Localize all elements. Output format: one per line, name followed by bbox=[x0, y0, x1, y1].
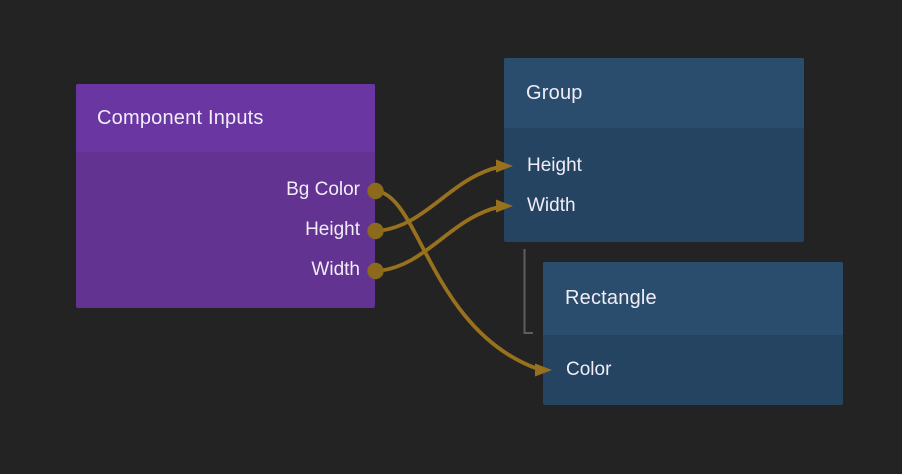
input-row-rectangle-color: Color bbox=[543, 350, 843, 390]
input-row-group-height: Height bbox=[504, 146, 804, 186]
node-component-inputs[interactable]: Component Inputs Bg Color Height Width bbox=[76, 84, 375, 308]
node-group[interactable]: Group Height Width bbox=[504, 58, 804, 242]
node-component-inputs-title: Component Inputs bbox=[97, 106, 264, 129]
output-row-bg-color: Bg Color bbox=[76, 170, 375, 210]
output-label-bg-color: Bg Color bbox=[286, 179, 360, 200]
output-label-height: Height bbox=[305, 219, 360, 240]
node-component-inputs-header[interactable]: Component Inputs bbox=[76, 84, 375, 152]
input-label-rectangle-color: Color bbox=[566, 359, 612, 380]
node-group-header[interactable]: Group bbox=[504, 58, 804, 128]
input-row-group-width: Width bbox=[504, 186, 804, 226]
node-group-title: Group bbox=[526, 81, 583, 104]
node-component-inputs-body: Bg Color Height Width bbox=[76, 152, 375, 290]
node-rectangle-title: Rectangle bbox=[565, 287, 657, 309]
input-label-group-width: Width bbox=[527, 195, 576, 216]
node-rectangle[interactable]: Rectangle Color bbox=[543, 262, 843, 405]
group-rectangle-hierarchy-line bbox=[523, 249, 533, 334]
input-label-group-height: Height bbox=[527, 155, 582, 176]
wire-height-to-group-height[interactable] bbox=[374, 165, 501, 233]
output-row-width: Width bbox=[76, 250, 375, 290]
wire-width-to-group-width[interactable] bbox=[374, 205, 501, 273]
output-label-width: Width bbox=[311, 259, 360, 280]
output-row-height: Height bbox=[76, 210, 375, 250]
node-group-body: Height Width bbox=[504, 128, 804, 226]
node-rectangle-header[interactable]: Rectangle bbox=[543, 262, 843, 335]
node-rectangle-body: Color bbox=[543, 335, 843, 390]
